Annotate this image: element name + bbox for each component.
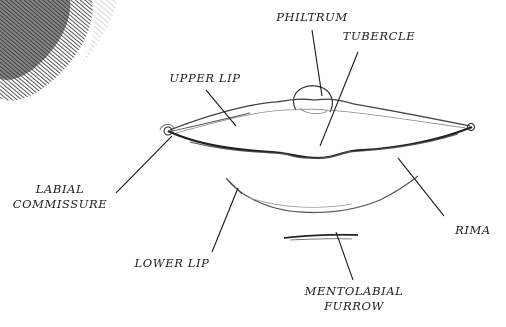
label-mentolabial-furrow-line1: MENTOLABIAL [284, 284, 424, 299]
label-philtrum: PHILTRUM [247, 10, 377, 25]
label-labial-commissure-line2: COMMISSURE [0, 197, 120, 212]
leader-lines [116, 30, 444, 280]
label-philtrum-text: PHILTRUM [247, 10, 377, 25]
label-rima: RIMA [440, 223, 506, 238]
label-lower-lip: LOWER LIP [108, 256, 236, 271]
label-tubercle: TUBERCLE [324, 29, 434, 44]
label-upper-lip: UPPER LIP [140, 71, 270, 86]
label-lower-lip-text: LOWER LIP [108, 256, 236, 271]
commissure-marks [160, 123, 475, 135]
label-rima-text: RIMA [440, 223, 506, 238]
label-labial-commissure: LABIAL COMMISSURE [0, 182, 120, 212]
label-labial-commissure-line1: LABIAL [0, 182, 120, 197]
label-mentolabial-furrow: MENTOLABIAL FURROW [284, 284, 424, 314]
nose-shading [0, 0, 118, 101]
upper-lip-sketch [170, 99, 470, 133]
label-upper-lip-text: UPPER LIP [140, 71, 270, 86]
mentolabial-furrow-sketch [284, 235, 358, 240]
leader-rima [398, 158, 444, 216]
label-tubercle-text: TUBERCLE [324, 29, 434, 44]
leader-lower-lip [212, 188, 238, 252]
leader-labial-commissure [116, 136, 172, 193]
lower-lip-sketch [226, 176, 418, 213]
leader-upper-lip [206, 90, 236, 126]
label-mentolabial-furrow-line2: FURROW [284, 299, 424, 314]
rima-line-sketch [168, 127, 472, 158]
